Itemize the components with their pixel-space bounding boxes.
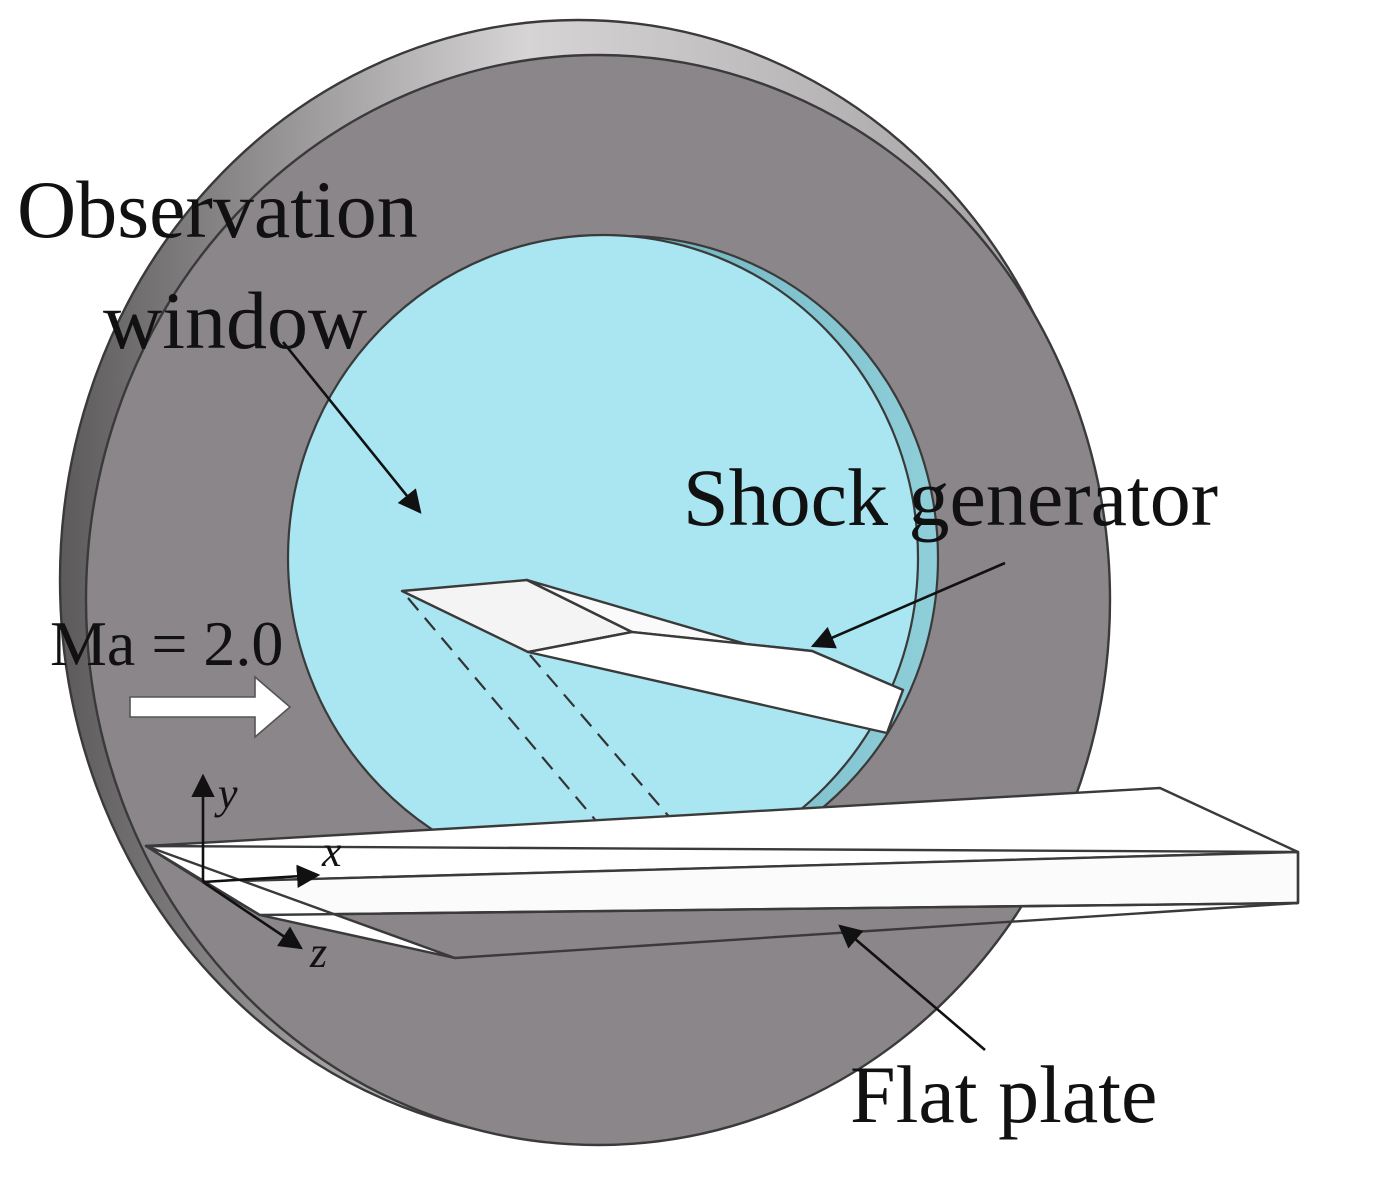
shock-generator <box>400 578 905 735</box>
observation-window-label-line1: Observation <box>17 164 418 255</box>
mach-number-label: Ma = 2.0 <box>50 608 283 679</box>
flat-plate-leader <box>838 924 986 1051</box>
window-leader <box>281 341 422 514</box>
flow-direction-arrow <box>129 675 292 739</box>
shock-generator-leader <box>810 561 1006 649</box>
axis-z-label: z <box>309 928 327 977</box>
coordinate-axes <box>191 773 321 950</box>
x-axis-arrow <box>202 864 321 888</box>
z-axis-arrow <box>202 880 303 950</box>
flat-plate-label: Flat plate <box>850 1049 1157 1140</box>
shock-wave-lines <box>407 597 728 885</box>
observation-window <box>286 233 940 883</box>
shock-generator-label: Shock generator <box>683 452 1218 543</box>
axis-y-label: y <box>214 769 238 818</box>
observation-window-label-line2: window <box>103 275 367 366</box>
flat-plate <box>144 786 1300 960</box>
axis-x-label: x <box>321 827 342 876</box>
leader-lines <box>281 341 1006 1051</box>
